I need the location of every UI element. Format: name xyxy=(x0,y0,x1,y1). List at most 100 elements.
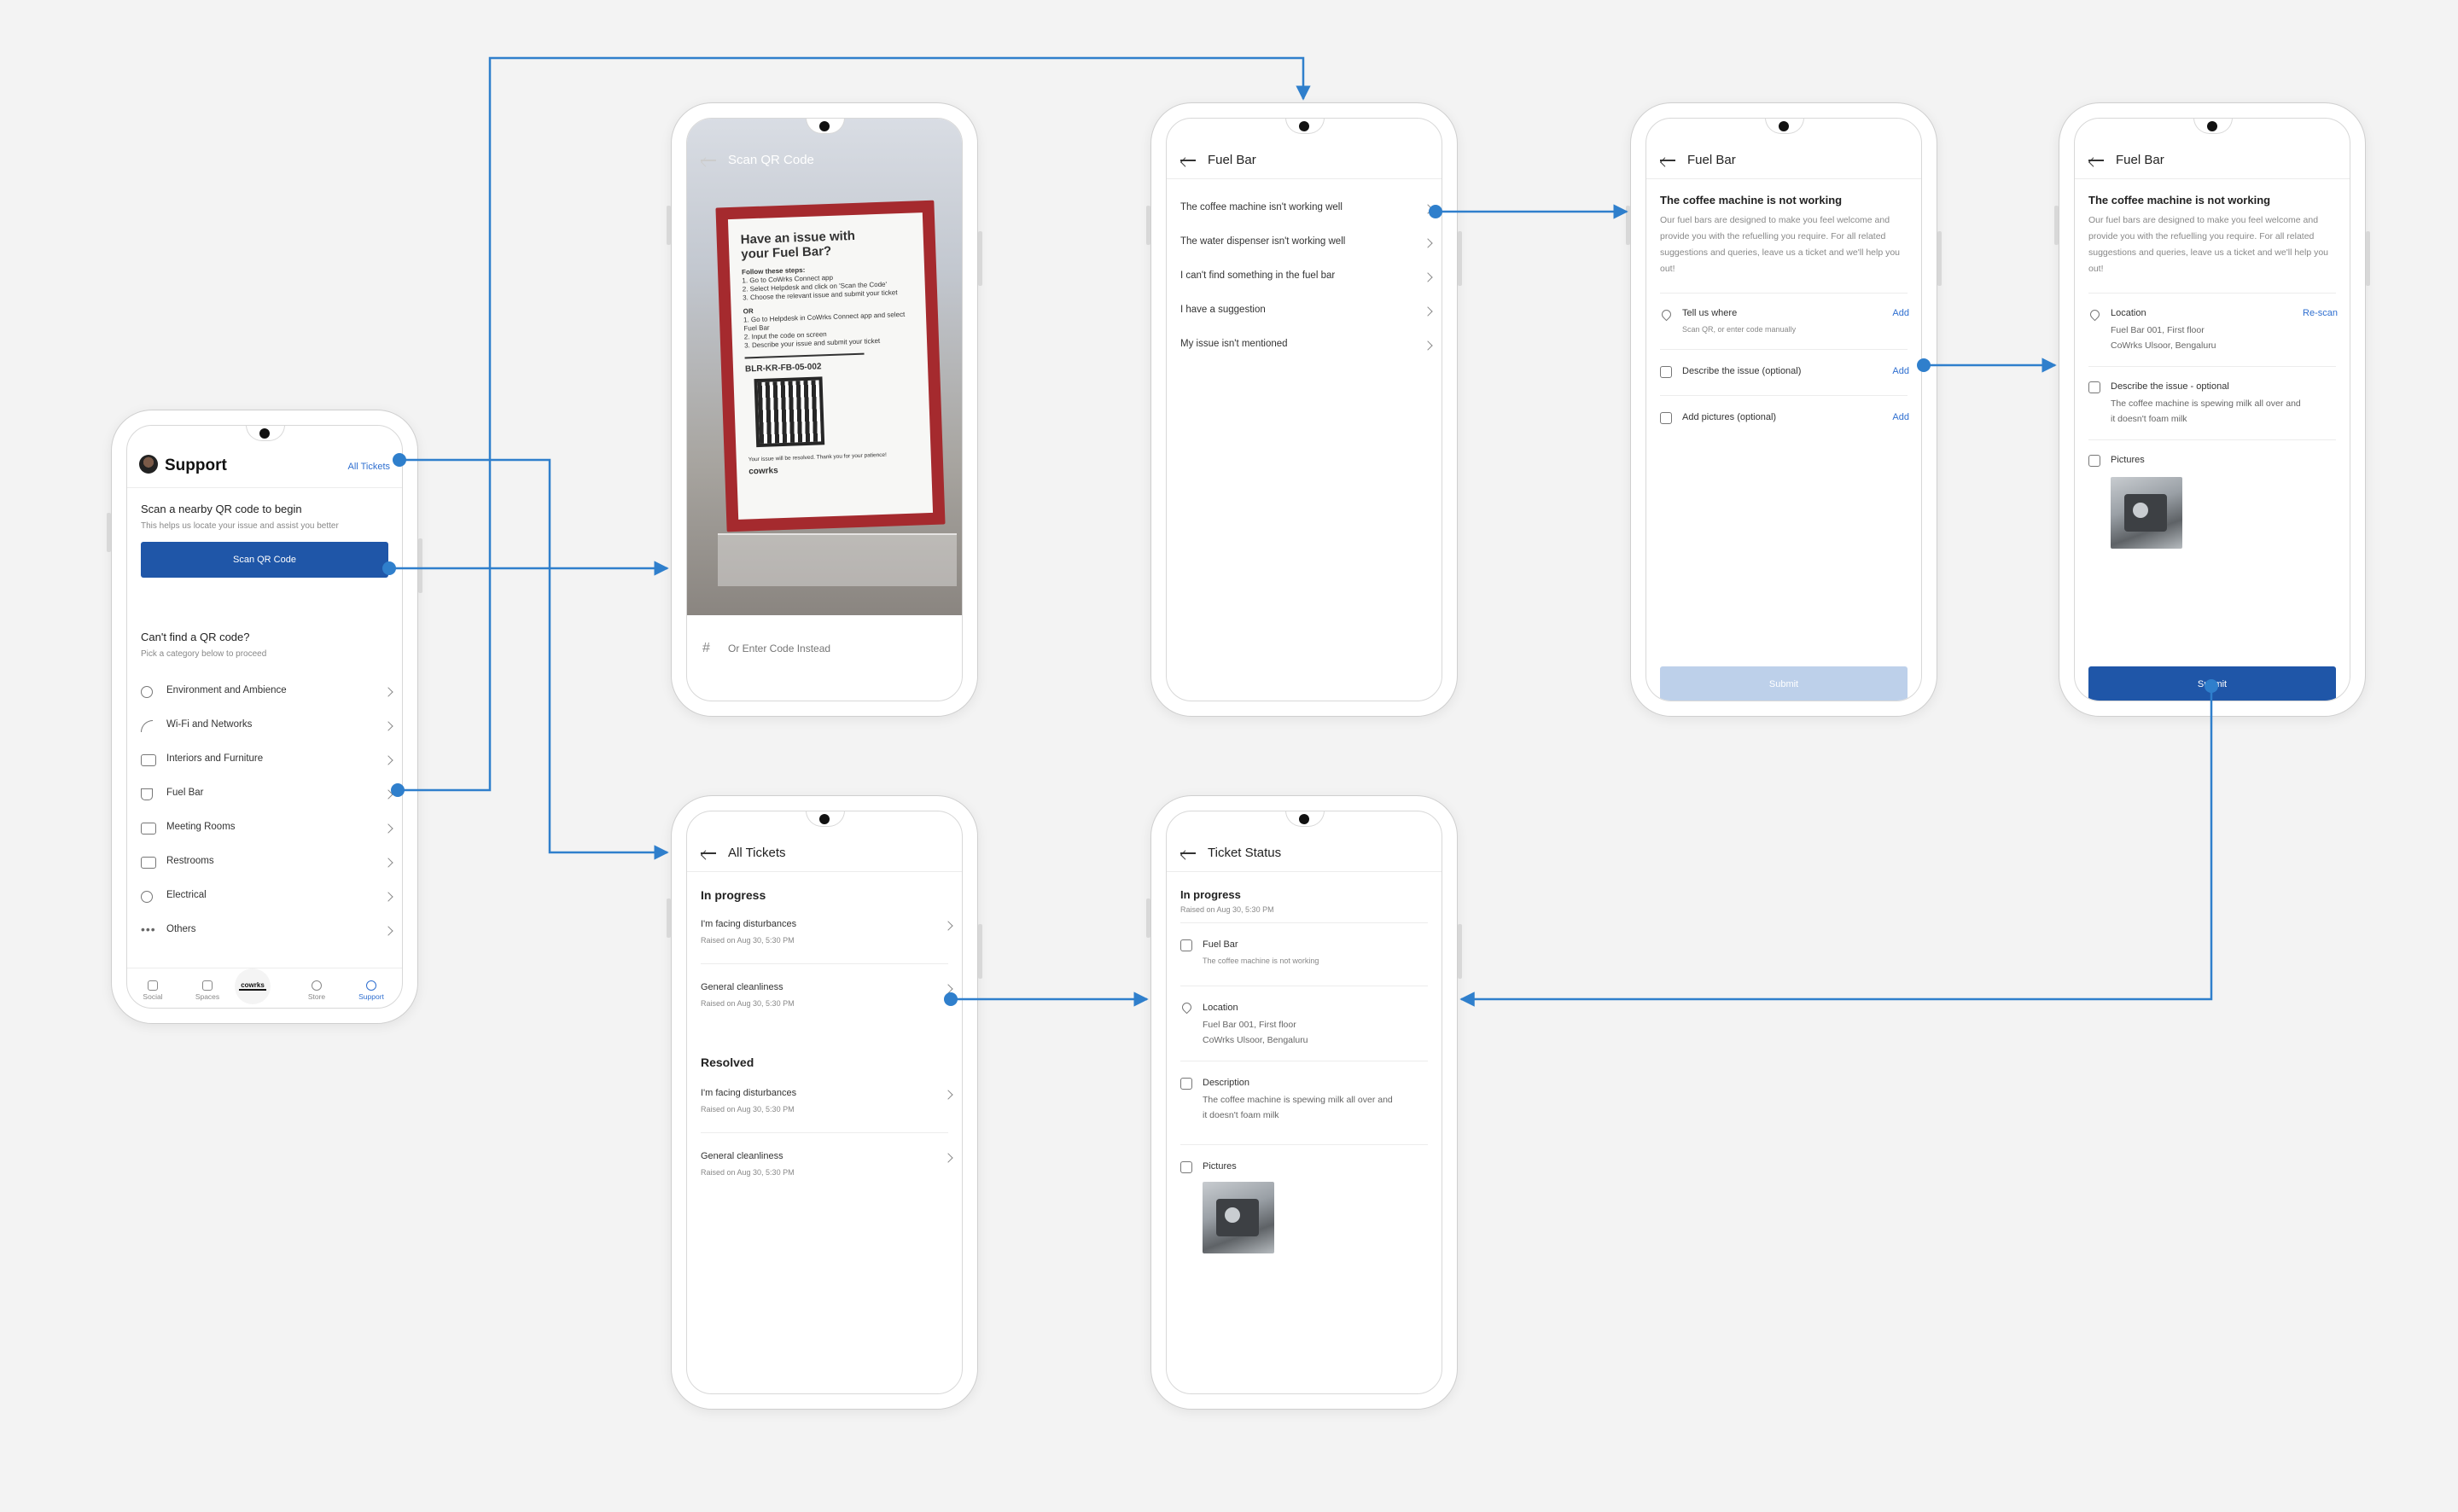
location-section: Location Fuel Bar 001, First floor CoWrk… xyxy=(1167,994,1442,1054)
category-others[interactable]: •••Others xyxy=(127,914,402,948)
location-section: Location Re-scan Fuel Bar 001, First flo… xyxy=(2075,301,2350,361)
header-title: All Tickets xyxy=(728,846,786,860)
tab-home-logo[interactable]: cowrks xyxy=(235,968,271,1004)
restroom-icon xyxy=(141,857,156,869)
tab-support[interactable]: Support xyxy=(346,980,397,1001)
scan-heading: Scan a nearby QR code to begin xyxy=(141,503,302,515)
logo-icon: cowrks xyxy=(239,981,266,991)
camera-icon xyxy=(819,121,830,131)
bottom-tab-bar: Social Spaces cowrks Store Support xyxy=(127,968,402,1008)
issue-cant-find[interactable]: I can't find something in the fuel bar xyxy=(1167,260,1442,294)
ticket-row[interactable]: General cleanliness Raised on Aug 30, 5:… xyxy=(687,1144,962,1195)
issue-heading: The coffee machine is not working xyxy=(1660,194,1843,206)
tab-spaces[interactable]: Spaces xyxy=(182,980,233,1001)
camera-icon xyxy=(1779,121,1789,131)
cup-icon xyxy=(141,788,153,800)
back-arrow-icon[interactable] xyxy=(699,846,718,861)
back-arrow-icon[interactable] xyxy=(1658,153,1677,168)
sign-paper: Have an issue with your Fuel Bar? Follow… xyxy=(727,212,934,520)
home-icon xyxy=(148,980,158,991)
ticket-row[interactable]: I'm facing disturbances Raised on Aug 30… xyxy=(687,912,962,963)
uploaded-picture[interactable] xyxy=(2111,477,2182,549)
category-restrooms[interactable]: Restrooms xyxy=(127,846,402,880)
tell-us-where-row[interactable]: Tell us where Scan QR, or enter code man… xyxy=(1646,301,1921,344)
sign-stand xyxy=(718,533,957,586)
back-arrow-icon[interactable] xyxy=(1179,153,1197,168)
rescan-button[interactable]: Re-scan xyxy=(2303,308,2338,318)
chevron-right-icon xyxy=(943,1090,953,1100)
submit-button[interactable]: Submit xyxy=(2088,666,2336,701)
scan-qr-button[interactable]: Scan QR Code xyxy=(141,542,388,578)
issue-coffee-machine[interactable]: The coffee machine isn't working well xyxy=(1167,192,1442,226)
chevron-right-icon xyxy=(383,789,393,800)
image-icon xyxy=(1180,1161,1192,1173)
ticket-row[interactable]: I'm facing disturbances Raised on Aug 30… xyxy=(687,1081,962,1132)
header: Fuel Bar xyxy=(1167,148,1442,179)
phone-support: Support All Tickets Scan a nearby QR cod… xyxy=(107,410,422,1024)
camera-icon xyxy=(819,814,830,824)
add-description-button[interactable]: Add xyxy=(1892,366,1909,376)
back-arrow-icon[interactable] xyxy=(699,153,718,168)
issue-heading: The coffee machine is not working xyxy=(2088,194,2271,206)
all-tickets-link[interactable]: All Tickets xyxy=(347,462,390,472)
ticket-picture[interactable] xyxy=(1203,1182,1274,1253)
category-electrical[interactable]: Electrical xyxy=(127,880,402,914)
chevron-right-icon xyxy=(383,755,393,765)
header-title: Fuel Bar xyxy=(2116,153,2164,167)
add-location-button[interactable]: Add xyxy=(1892,308,1909,318)
qr-code xyxy=(754,376,825,448)
chevron-right-icon xyxy=(943,984,953,994)
note-icon xyxy=(1660,366,1672,378)
in-progress-heading: In progress xyxy=(701,888,766,902)
category-meeting-rooms[interactable]: Meeting Rooms xyxy=(127,811,402,846)
ticket-row[interactable]: General cleanliness Raised on Aug 30, 5:… xyxy=(687,975,962,1026)
describe-issue-row[interactable]: Describe the issue (optional) Add xyxy=(1646,358,1921,392)
phone-all-tickets: All Tickets In progress I'm facing distu… xyxy=(667,795,982,1410)
cant-find-heading: Can't find a QR code? xyxy=(141,631,250,643)
pictures-section: Pictures xyxy=(2075,448,2350,550)
support-screen: Support All Tickets Scan a nearby QR cod… xyxy=(126,425,403,1009)
back-arrow-icon[interactable] xyxy=(1179,846,1197,861)
category-fuel-bar[interactable]: Fuel Bar xyxy=(127,777,402,811)
flow-submit-to-status xyxy=(1459,686,2213,1007)
camera-icon xyxy=(259,428,270,439)
phone-issue-filled: Fuel Bar The coffee machine is not worki… xyxy=(2054,102,2370,717)
dots-icon: ••• xyxy=(141,922,156,936)
chevron-right-icon xyxy=(1423,272,1433,282)
category-wifi[interactable]: Wi-Fi and Networks xyxy=(127,709,402,743)
add-pictures-row[interactable]: Add pictures (optional) Add xyxy=(1646,404,1921,438)
avatar[interactable] xyxy=(139,455,158,474)
note-icon xyxy=(1180,1078,1192,1090)
fuel-bar-list-screen: Fuel Bar The coffee machine isn't workin… xyxy=(1166,118,1442,701)
phone-fuel-bar-list: Fuel Bar The coffee machine isn't workin… xyxy=(1146,102,1462,717)
chevron-right-icon xyxy=(383,823,393,834)
header-title: Fuel Bar xyxy=(1687,153,1736,167)
header: All Tickets xyxy=(687,840,962,872)
ticket-status-screen: Ticket Status In progress Raised on Aug … xyxy=(1166,811,1442,1394)
describe-section[interactable]: Describe the issue - optional The coffee… xyxy=(2075,375,2350,434)
page-title: Support xyxy=(165,457,227,474)
chevron-right-icon xyxy=(383,687,393,697)
issue-water-dispenser[interactable]: The water dispenser isn't working well xyxy=(1167,226,1442,260)
tab-social[interactable]: Social xyxy=(127,980,178,1001)
code-input[interactable] xyxy=(726,637,917,660)
phone-scan-qr: Have an issue with your Fuel Bar? Follow… xyxy=(667,102,982,717)
submit-button-disabled[interactable]: Submit xyxy=(1660,666,1908,701)
wifi-icon xyxy=(141,720,153,732)
add-pictures-button[interactable]: Add xyxy=(1892,412,1909,422)
issue-not-mentioned[interactable]: My issue isn't mentioned xyxy=(1167,329,1442,363)
status-date: Raised on Aug 30, 5:30 PM xyxy=(1180,905,1274,914)
category-interiors[interactable]: Interiors and Furniture xyxy=(127,743,402,777)
phone-issue-form: Fuel Bar The coffee machine is not worki… xyxy=(1626,102,1942,717)
tab-store[interactable]: Store xyxy=(291,980,342,1001)
camera-view: Have an issue with your Fuel Bar? Follow… xyxy=(687,119,962,615)
category-environment[interactable]: Environment and Ambience xyxy=(127,675,402,709)
chevron-right-icon xyxy=(383,858,393,868)
scan-sub: This helps us locate your issue and assi… xyxy=(141,521,339,531)
chevron-right-icon xyxy=(383,926,393,936)
cup-icon xyxy=(1180,939,1192,951)
description-section: Description The coffee machine is spewin… xyxy=(1167,1069,1442,1129)
bulb-icon xyxy=(141,686,153,698)
issue-suggestion[interactable]: I have a suggestion xyxy=(1167,294,1442,329)
back-arrow-icon[interactable] xyxy=(2087,153,2106,168)
